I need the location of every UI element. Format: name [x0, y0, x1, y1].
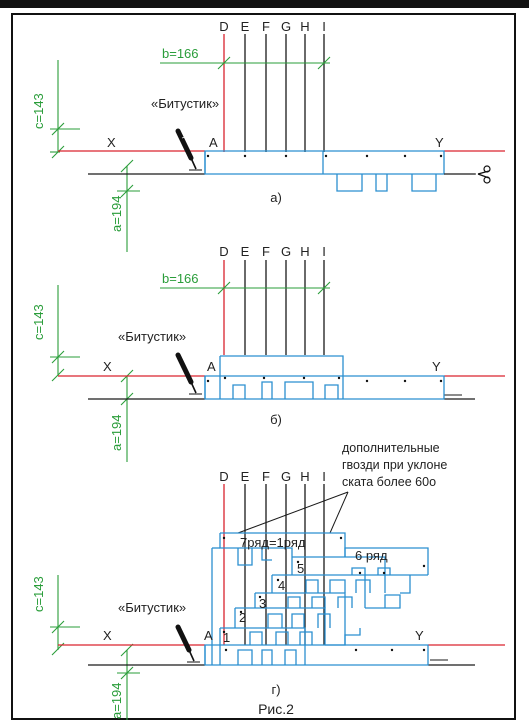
diagram-g: D E F G H I дополнительные гвозди при ук…: [31, 441, 505, 720]
diagram-label: H: [300, 469, 309, 484]
diagram-label: H: [300, 244, 309, 259]
caption-g: г): [271, 682, 280, 697]
diagram-label: D: [219, 244, 228, 259]
diagram-label: G: [281, 244, 291, 259]
row-label-7: 7ряд=1ряд: [240, 535, 306, 550]
diagram-label: E: [241, 244, 250, 259]
diagram-label: A: [207, 359, 216, 374]
bitustik-tool-icon: [175, 624, 195, 662]
label-d: D: [219, 19, 228, 34]
diagram-label: a=194: [109, 414, 124, 451]
diagram-label: c=143: [31, 576, 46, 612]
diagram-label: X: [103, 359, 112, 374]
bitustik-tool-icon: [175, 352, 197, 394]
diagram-label: I: [322, 469, 326, 484]
diagram-label: G: [281, 469, 291, 484]
diagram-a: D E F G H I b=166 c=143 a=194: [31, 19, 505, 252]
caption-b: б): [270, 412, 282, 427]
note-line-2: гвозди при уклоне: [342, 458, 447, 472]
label-g: G: [281, 19, 291, 34]
row-number-2: 2: [239, 610, 246, 625]
point-x: X: [107, 135, 116, 150]
label-f: F: [262, 19, 270, 34]
diagram-b: D E F G H I b=166 c=143 a=194: [31, 244, 505, 462]
diagram-label: Y: [415, 628, 424, 643]
row-number-3: 3: [259, 596, 266, 611]
label-e: E: [241, 19, 250, 34]
row-number-4: 4: [278, 578, 285, 593]
point-a: A: [209, 135, 218, 150]
dim-b: b=166: [162, 46, 199, 61]
diagram-label: E: [241, 469, 250, 484]
point-y: Y: [435, 135, 444, 150]
diagram-label: D: [219, 469, 228, 484]
diagram-label: F: [262, 244, 270, 259]
diagram-label: I: [322, 244, 326, 259]
diagram-label: a=194: [109, 682, 124, 719]
top-border-bar: [0, 0, 529, 8]
caption-a: а): [270, 190, 282, 205]
diagram-label: c=143: [31, 304, 46, 340]
dim-a: a=194: [109, 195, 124, 232]
diagram-label: b=166: [162, 271, 199, 286]
figure-frame: [11, 13, 516, 720]
note-line-1: дополнительные: [342, 441, 440, 455]
diagram-label: Y: [432, 359, 441, 374]
figure-caption: Рис.2: [258, 701, 294, 717]
diagram-label: F: [262, 469, 270, 484]
row-number-5: 5: [297, 561, 304, 576]
scissors-icon: [477, 165, 491, 184]
diagram-label: «Битустик»: [118, 600, 186, 615]
bitustik-tool-icon: [175, 128, 197, 170]
row-number-1: 1: [223, 630, 230, 645]
note-line-3: ската более 60о: [342, 475, 436, 489]
tool-label: «Битустик»: [151, 96, 219, 111]
row-label-6: 6 ряд: [355, 548, 388, 563]
diagram-label: «Битустик»: [118, 329, 186, 344]
label-i: I: [322, 19, 326, 34]
dim-c: c=143: [31, 93, 46, 129]
diagram-label: X: [103, 628, 112, 643]
diagram-label: A: [204, 628, 213, 643]
label-h: H: [300, 19, 309, 34]
